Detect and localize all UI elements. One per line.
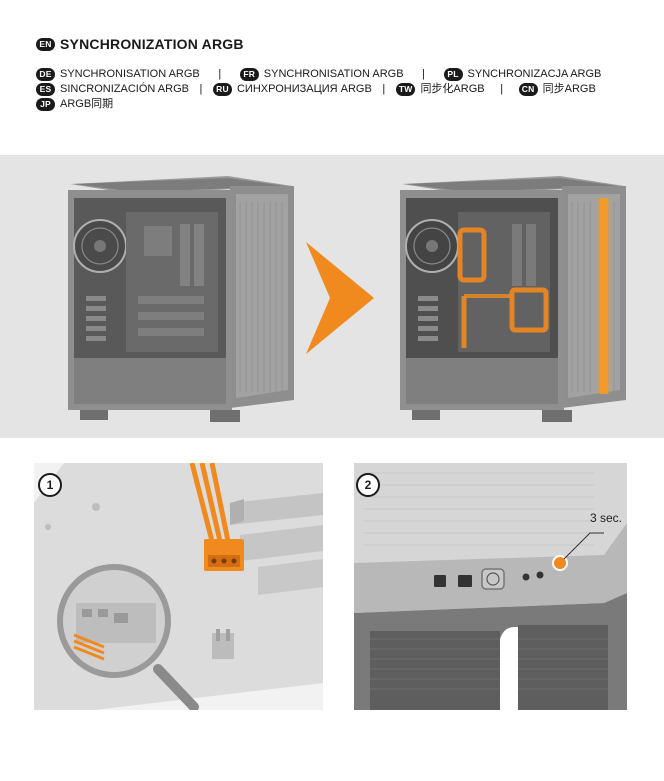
magnifier-icon: [57, 564, 199, 710]
lang-badge-cn: CN: [518, 83, 538, 96]
translation-text-jp: ARGB同期: [60, 98, 114, 110]
pc-case-before: [68, 176, 294, 422]
translation-jp: JP ARGB同期: [36, 97, 113, 112]
translation-line-3: JP ARGB同期: [36, 97, 642, 112]
translation-de: DE SYNCHRONISATION ARGB: [36, 67, 200, 82]
separator: |: [422, 68, 425, 80]
case-top-io-illustration: [354, 463, 627, 710]
translation-text-pl: SYNCHRONIZACJA ARGB: [467, 68, 602, 80]
step-2-panel: 2: [354, 463, 627, 710]
lang-badge-es: ES: [36, 83, 55, 96]
step-1-panel: 1: [34, 463, 323, 710]
translation-cn: CN 同步ARGB: [518, 82, 596, 97]
hold-duration-label: 3 sec.: [590, 511, 623, 525]
header: EN SYNCHRONIZATION ARGB DE SYNCHRONISATI…: [36, 36, 642, 112]
translation-text-cn: 同步ARGB: [542, 83, 596, 95]
lang-badge-en: EN: [36, 37, 55, 51]
lang-badge-ru: RU: [212, 83, 232, 96]
translations: DE SYNCHRONISATION ARGB | FR SYNCHRONISA…: [36, 67, 642, 112]
translation-ru: RU СИНХРОНИЗАЦИЯ ARGB: [212, 82, 372, 97]
translation-text-es: SINCRONIZACIÓN ARGB: [60, 83, 189, 95]
separator: |: [218, 68, 222, 80]
pc-case-after: [400, 176, 626, 422]
translation-text-de: SYNCHRONISATION ARGB: [60, 68, 200, 80]
title-row: EN SYNCHRONIZATION ARGB: [36, 36, 642, 52]
translation-tw: TW 同步化ARGB: [395, 82, 485, 97]
lang-badge-tw: TW: [395, 83, 416, 96]
lang-badge-fr: FR: [239, 68, 259, 81]
translation-text-fr: SYNCHRONISATION ARGB: [263, 68, 404, 80]
lang-badge-jp: JP: [36, 98, 55, 111]
translation-es: ES SINCRONIZACIÓN ARGB: [36, 82, 189, 97]
separator: |: [199, 83, 203, 95]
page-title: SYNCHRONIZATION ARGB: [60, 36, 244, 52]
translation-text-ru: СИНХРОНИЗАЦИЯ ARGB: [236, 83, 372, 95]
separator: |: [500, 83, 504, 95]
lang-badge-de: DE: [36, 68, 55, 81]
step-number-2: 2: [356, 473, 380, 497]
arrow-right-icon: [306, 242, 374, 354]
translation-pl: PL SYNCHRONIZACJA ARGB: [443, 67, 602, 82]
translation-fr: FR SYNCHRONISATION ARGB: [239, 67, 404, 82]
motherboard-connection-illustration: [34, 463, 323, 710]
step-number-1: 1: [38, 473, 62, 497]
lang-badge-pl: PL: [443, 68, 463, 81]
translation-line-2: ES SINCRONIZACIÓN ARGB | RU СИНХРОНИЗАЦИ…: [36, 82, 642, 97]
separator: |: [382, 83, 386, 95]
translation-line-1: DE SYNCHRONISATION ARGB | FR SYNCHRONISA…: [36, 67, 642, 82]
translation-text-tw: 同步化ARGB: [420, 83, 485, 95]
